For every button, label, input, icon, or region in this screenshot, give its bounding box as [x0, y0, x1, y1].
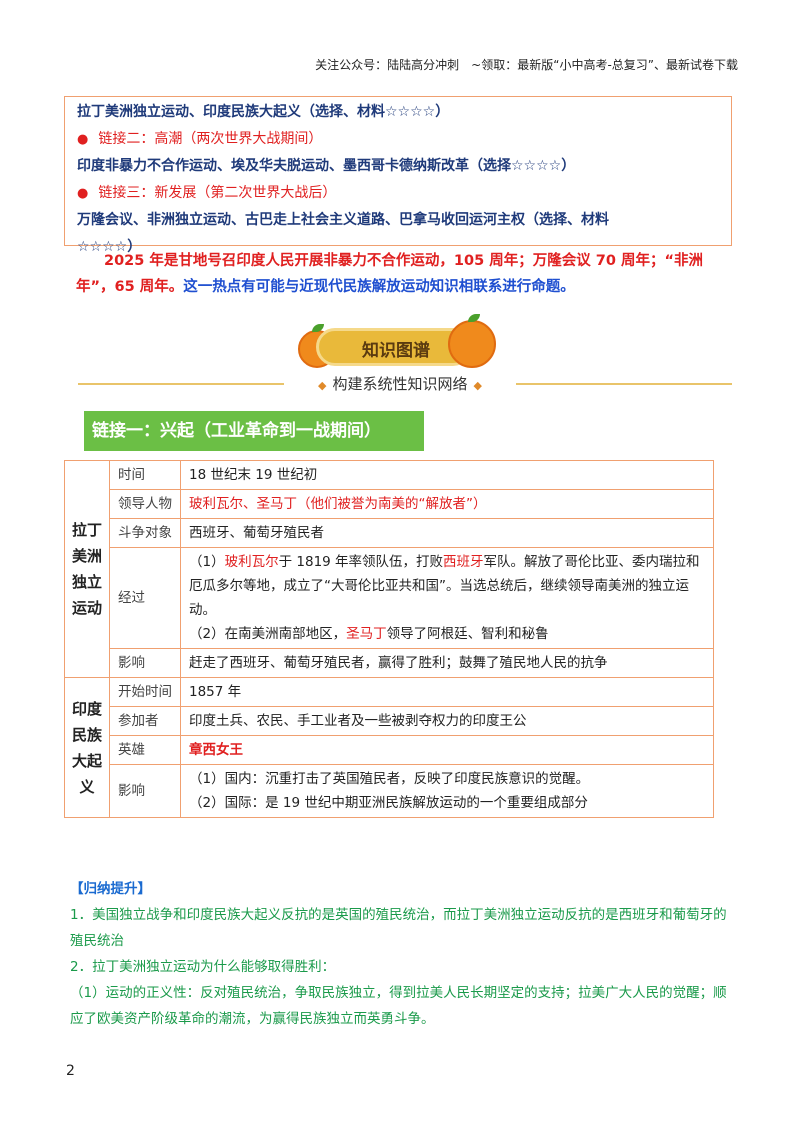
summary-point-2: 2．拉丁美洲独立运动为什么能够取得胜利：: [70, 959, 336, 975]
field-value: 章西女王: [180, 735, 714, 765]
row-head-india: 印度民族大起义: [64, 677, 110, 818]
text: （2）在南美洲南部地区，: [189, 626, 347, 642]
diamond-icon: ◆: [473, 379, 482, 392]
header-note: 关注公众号：陆陆高分冲刺 ~领取：最新版“小中高考-总复习”、最新试卷下载: [315, 58, 738, 72]
knowledge-map-banner: 知识图谱: [298, 314, 496, 374]
leaf-icon: [312, 324, 324, 332]
banner-pill: [316, 328, 472, 366]
field-label: 领导人物: [109, 489, 181, 519]
diamond-icon: ◆: [318, 379, 327, 392]
field-value: 1857 年: [180, 677, 714, 707]
field-label: 英雄: [109, 735, 181, 765]
section-title: 链接一：兴起（工业革命到一战期间）: [84, 411, 424, 451]
field-label: 斗争对象: [109, 518, 181, 548]
impact-domestic: （1）国内：沉重打击了英国殖民者，反映了印度民族意识的觉醒。: [189, 771, 590, 787]
field-label: 影响: [109, 648, 181, 678]
bullet-icon: ●: [77, 186, 89, 201]
subtitle-row: ◆ 构建系统性知识网络 ◆: [284, 373, 516, 394]
field-label: 经过: [109, 547, 181, 649]
banner-subtitle: 构建系统性知识网络: [332, 375, 468, 393]
bullet-icon: ●: [77, 132, 89, 147]
intro-paragraph: 2025 年是甘地号召印度人民开展非暴力不合作运动，105 周年；万隆会议 70…: [76, 248, 736, 300]
page-number: 2: [66, 1063, 75, 1079]
summary-point-1: 1．美国独立战争和印度民族大起义反抗的是英国的殖民统治，而拉丁美洲独立运动反抗的…: [70, 907, 727, 949]
name-san-martin: 圣马丁: [346, 626, 387, 642]
text: 军队。解放了哥伦比亚、委内瑞拉和厄瓜多尔等地，成立了“大哥伦比亚共和国”。当选总…: [189, 554, 700, 618]
field-value: 印度土兵、农民、手工业者及一些被剥夺权力的印度王公: [180, 706, 714, 736]
overview-line-5: 万隆会议、非洲独立运动、古巴走上社会主义道路、巴拿马收回运河主权（选择、材料: [77, 212, 609, 228]
field-label: 影响: [109, 764, 181, 818]
orange-icon: [448, 320, 496, 368]
name-bolivar: 玻利瓦尔: [224, 554, 279, 570]
text: （1）: [189, 554, 225, 570]
summary-heading: 【归纳提升】: [70, 881, 151, 897]
intro-hint: 这一热点有可能与近现代民族解放运动知识相联系进行命题。: [183, 279, 575, 295]
field-value: 西班牙、葡萄牙殖民者: [180, 518, 714, 548]
summary-block: 【归纳提升】 1．美国独立战争和印度民族大起义反抗的是英国的殖民统治，而拉丁美洲…: [70, 876, 730, 1032]
field-value: 玻利瓦尔、圣马丁（他们被誉为南美的“解放者”）: [180, 489, 714, 519]
knowledge-table: 拉丁美洲独立运动 时间 18 世纪末 19 世纪初 领导人物 玻利瓦尔、圣马丁（…: [64, 460, 714, 818]
field-value: 赶走了西班牙、葡萄牙殖民者，赢得了胜利；鼓舞了殖民地人民的抗争: [180, 648, 714, 678]
link2-label: 链接二：高潮（两次世界大战期间）: [98, 131, 323, 147]
text: 领导了阿根廷、智利和秘鲁: [386, 626, 549, 642]
overview-box: 拉丁美洲独立运动、印度民族大起义（选择、材料☆☆☆☆） ● 链接二：高潮（两次世界…: [64, 96, 732, 255]
name-spain: 西班牙: [443, 554, 484, 570]
field-label: 参加者: [109, 706, 181, 736]
text: 于 1819 年率领队伍，打败: [278, 554, 444, 570]
field-label: 时间: [109, 460, 181, 490]
overview-line-1: 拉丁美洲独立运动、印度民族大起义（选择、材料☆☆☆☆）: [77, 104, 450, 120]
leaf-icon: [468, 314, 480, 322]
field-label: 开始时间: [109, 677, 181, 707]
summary-point-3: （1）运动的正义性：反对殖民统治，争取民族独立，得到拉美人民长期坚定的支持；拉美…: [70, 985, 727, 1027]
impact-cell: （1）国内：沉重打击了英国殖民者，反映了印度民族意识的觉醒。 （2）国际：是 1…: [180, 764, 714, 818]
field-value: 18 世纪末 19 世纪初: [180, 460, 714, 490]
impact-international: （2）国际：是 19 世纪中期亚洲民族解放运动的一个重要组成部分: [189, 795, 588, 811]
process-cell: （1）玻利瓦尔于 1819 年率领队伍，打败西班牙军队。解放了哥伦比亚、委内瑞拉…: [180, 547, 714, 649]
overview-line-6: ☆☆☆☆）: [77, 239, 142, 255]
row-head-latin: 拉丁美洲独立运动: [64, 460, 110, 678]
banner-title: 知识图谱: [362, 341, 430, 361]
link3-label: 链接三：新发展（第二次世界大战后）: [98, 185, 337, 201]
intro-anniversaries: 2025 年是甘地号召印度人民开展非暴力不合作运动，105 周年；万隆会议 70…: [76, 253, 704, 295]
overview-line-3: 印度非暴力不合作运动、埃及华夫脱运动、墨西哥卡德纳斯改革（选择☆☆☆☆）: [77, 158, 576, 174]
